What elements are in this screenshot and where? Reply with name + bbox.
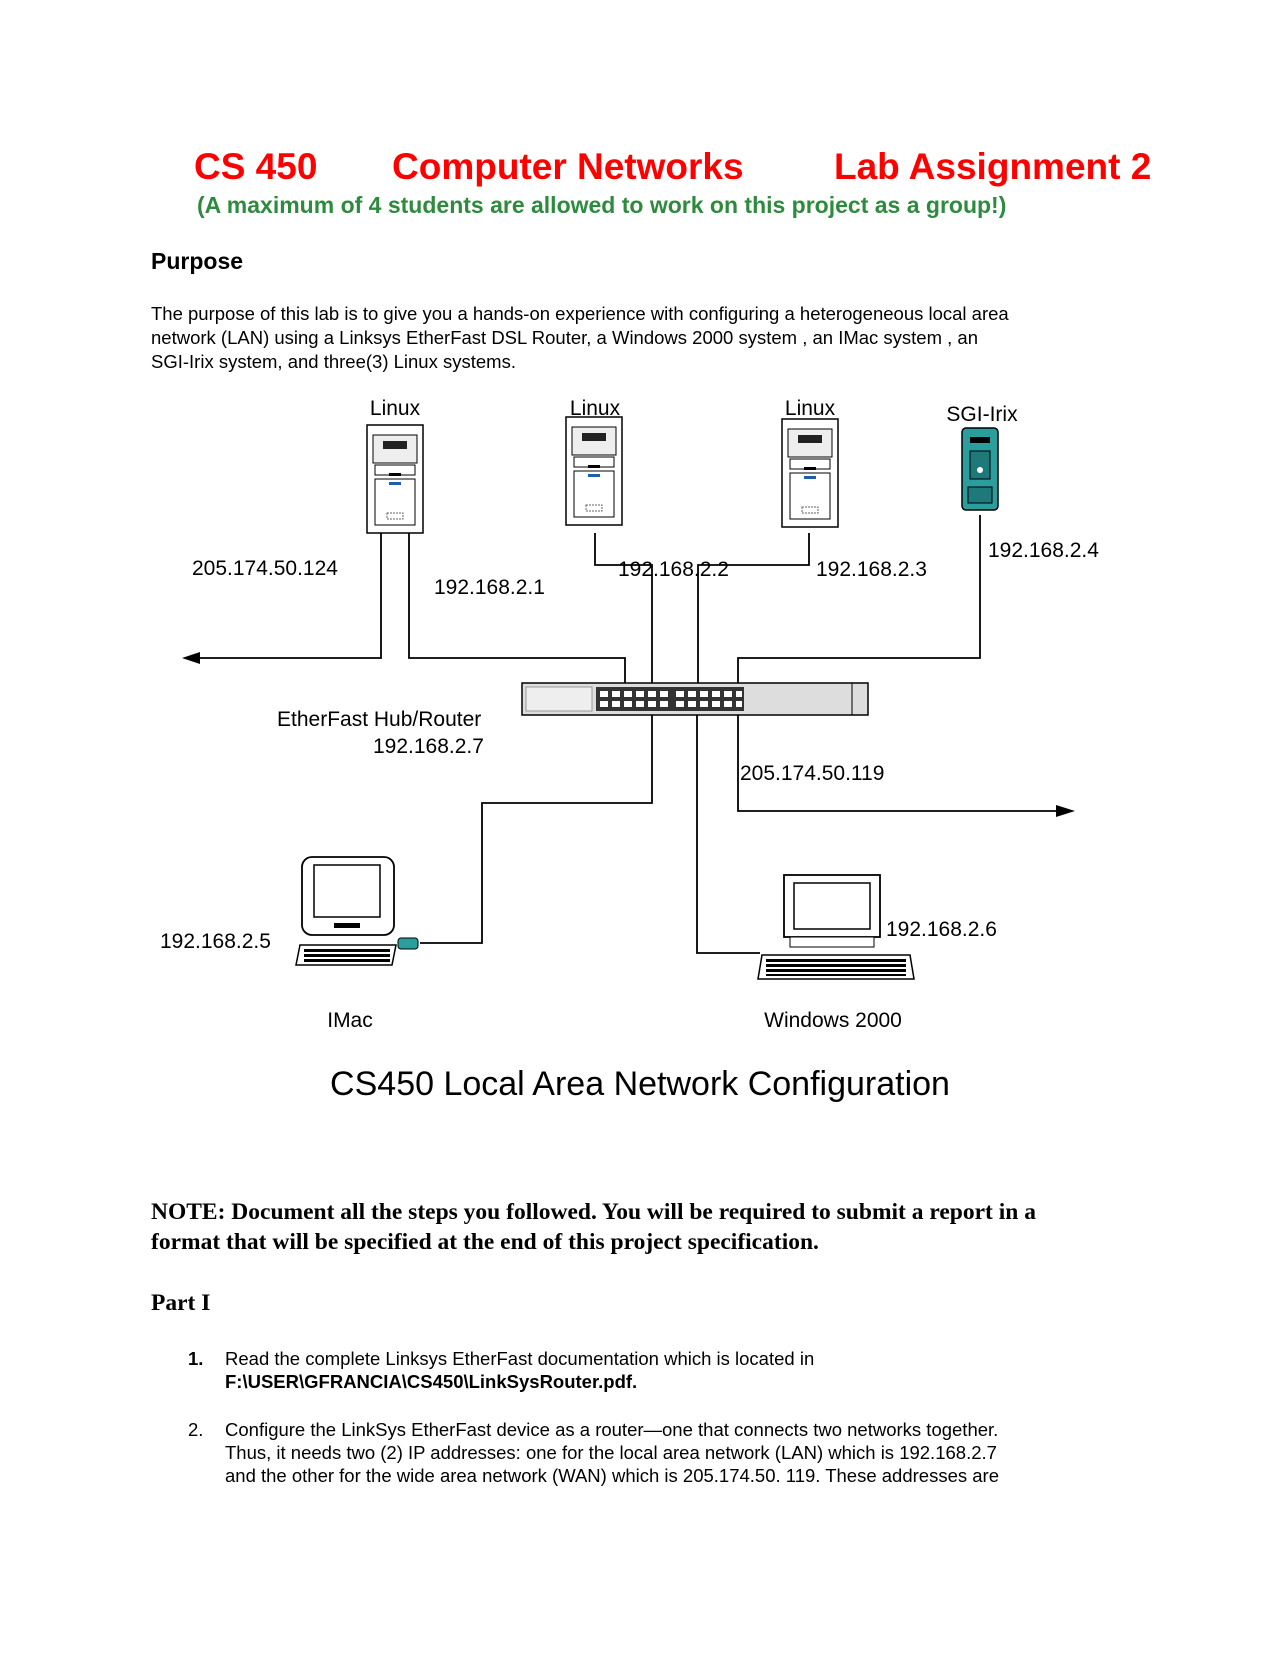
imac-label: IMac (327, 1009, 373, 1032)
linux-3-tower-icon (781, 418, 839, 528)
linux-1-lan-ip: 192.168.2.1 (434, 576, 545, 599)
list-item-line: Thus, it needs two (2) IP addresses: one… (225, 1442, 997, 1463)
note-line: NOTE: Document all the steps you followe… (151, 1199, 1036, 1225)
course-number: CS 450 (194, 146, 318, 187)
imac-computer-icon (295, 856, 419, 966)
sgi-irix-node: SGI-Irix 192.168.2.4 (946, 403, 1099, 562)
network-cables (190, 515, 1060, 954)
list-item-number: 2. (188, 1419, 204, 1440)
part-one-heading: Part I (151, 1290, 211, 1316)
imac-ip: 192.168.2.5 (160, 930, 271, 953)
router-wan-ip: 205.174.50.119 (740, 762, 884, 785)
purpose-line: network (LAN) using a Linksys EtherFast … (151, 327, 979, 348)
windows-2000-node: 192.168.2.6 Windows 2000 (757, 874, 997, 1032)
list-item-line: Read the complete Linksys EtherFast docu… (225, 1348, 815, 1369)
list-item-number: 1. (188, 1348, 204, 1369)
wan-arrow-left-icon (182, 652, 200, 664)
list-item-line: Configure the LinkSys EtherFast device a… (225, 1419, 999, 1440)
course-name: Computer Networks (392, 146, 744, 187)
group-note: (A maximum of 4 students are allowed to … (197, 192, 1007, 218)
sgi-irix-workstation-icon (961, 427, 999, 511)
linux-1-wan-ip: 205.174.50.124 (192, 557, 338, 580)
documentation-path: F:\USER\GFRANCIA\CS450\LinkSysRouter.pdf… (225, 1371, 638, 1392)
list-item-body: Configure the LinkSys EtherFast device a… (225, 1418, 999, 1487)
linux-2-node: Linux 192.168.2.2 (565, 397, 729, 581)
linux-3-node: Linux 192.168.2.3 (781, 397, 927, 581)
router-label: EtherFast Hub/Router (277, 708, 481, 731)
list-item-body: Read the complete Linksys EtherFast docu… (225, 1347, 814, 1393)
router-node: EtherFast Hub/Router 192.168.2.7 205.174… (277, 682, 884, 785)
linux-3-ip: 192.168.2.3 (816, 558, 927, 581)
linux-2-tower-icon (565, 416, 623, 526)
assignment-name: Lab Assignment 2 (834, 146, 1152, 187)
linux-2-label: Linux (570, 397, 621, 420)
linux-1-tower-icon (366, 424, 424, 534)
router-lan-ip: 192.168.2.7 (373, 735, 484, 758)
windows-2000-label: Windows 2000 (764, 1009, 902, 1032)
note-paragraph: NOTE: Document all the steps you followe… (151, 1197, 1131, 1257)
purpose-heading: Purpose (151, 248, 244, 274)
linux-3-label: Linux (785, 397, 836, 420)
sgi-irix-ip: 192.168.2.4 (988, 539, 1099, 562)
purpose-line: SGI-Irix system, and three(3) Linux syst… (151, 351, 516, 372)
router-device-icon (521, 682, 869, 716)
note-line: format that will be specified at the end… (151, 1229, 819, 1255)
sgi-irix-label: SGI-Irix (946, 403, 1018, 426)
windows-2000-ip: 192.168.2.6 (886, 918, 997, 941)
wan-arrow-right-icon (1056, 805, 1075, 817)
list-item-line: and the other for the wide area network … (225, 1465, 1000, 1486)
network-diagram: Linux 205.174.50.124 192.168.2.1 Linux 1… (160, 397, 1099, 1103)
imac-node: 192.168.2.5 IMac (160, 856, 419, 1032)
linux-1-label: Linux (370, 397, 421, 420)
purpose-line: The purpose of this lab is to give you a… (151, 303, 1009, 324)
purpose-paragraph: The purpose of this lab is to give you a… (151, 302, 1141, 374)
linux-1-node: Linux 205.174.50.124 192.168.2.1 (192, 397, 545, 599)
windows-2000-computer-icon (757, 874, 915, 980)
diagram-caption: CS450 Local Area Network Configuration (330, 1065, 950, 1103)
document-title: CS 450 Computer Networks Lab Assignment … (194, 146, 1194, 194)
linux-2-ip: 192.168.2.2 (618, 558, 729, 581)
